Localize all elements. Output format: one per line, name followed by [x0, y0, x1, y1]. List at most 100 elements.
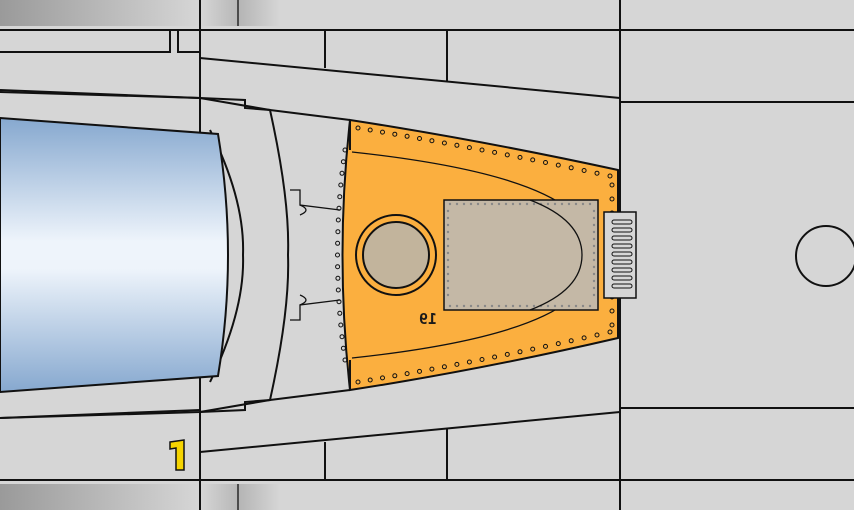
rivet [355, 379, 361, 385]
hatch-rivet [592, 265, 596, 269]
rivet [340, 159, 346, 165]
grille-slot [611, 251, 633, 257]
hatch-rivet [504, 202, 508, 206]
grille-slot [611, 275, 633, 281]
hatch-rivet [546, 304, 550, 308]
hatch-rivet [455, 202, 459, 206]
rivet [338, 182, 344, 188]
rivet [429, 366, 435, 372]
skin-line-top-2 [199, 57, 621, 99]
hatch-rivet [592, 279, 596, 283]
hatch-rivet [567, 202, 571, 206]
hatch-rivet [592, 251, 596, 255]
rivet [335, 252, 340, 258]
circle-port-icon [795, 225, 854, 287]
hatch-rivet [546, 202, 550, 206]
rivet [492, 149, 498, 155]
cowling-detail-lines [290, 189, 341, 321]
rivet [441, 140, 447, 146]
hatch-rivet [446, 293, 450, 297]
rivet [335, 264, 341, 270]
hatch-rivet [560, 202, 564, 206]
hatch-rivet [497, 304, 501, 308]
disc-center [362, 221, 430, 289]
hatch-rivet [446, 251, 450, 255]
rivet [504, 351, 510, 357]
hatch-rivet [448, 202, 452, 206]
rivet [335, 240, 341, 246]
hatch-rivet [446, 279, 450, 283]
hatch-rivet [446, 216, 450, 220]
rivet [581, 335, 587, 341]
rivet [335, 287, 341, 293]
hatch-rivet [567, 304, 571, 308]
hatch-rivet [483, 304, 487, 308]
rivet [392, 131, 398, 137]
hatch-rivet [446, 265, 450, 269]
grille-slot [611, 219, 633, 225]
hatch-rivet [462, 202, 466, 206]
rivet [466, 359, 472, 365]
rivet [609, 196, 615, 202]
hatch-rivet [446, 244, 450, 248]
rivet [466, 145, 472, 151]
hatch-rivet [592, 286, 596, 290]
rivet [335, 275, 341, 281]
rivet [417, 136, 422, 141]
panel-label: 19 [419, 310, 437, 328]
hatch-rivet [525, 304, 529, 308]
skin-line-bottom-2 [199, 411, 621, 453]
rivet [429, 138, 435, 144]
rivet [342, 147, 348, 153]
grille-slot [611, 235, 633, 241]
rivet [380, 129, 385, 135]
hatch-rivet [592, 258, 596, 262]
hatch-rivet [581, 304, 585, 308]
rivet [336, 299, 342, 305]
hatch-rivet [574, 304, 578, 308]
hatch-rivet [497, 202, 501, 206]
hatch-rivet [592, 216, 596, 220]
rivet [543, 160, 548, 165]
rivet [479, 147, 485, 153]
rivet [607, 329, 613, 335]
rivet [517, 154, 523, 160]
rivet [609, 322, 615, 328]
hatch-rivets [446, 202, 596, 308]
rivet [342, 357, 348, 363]
rivet [568, 338, 574, 344]
rivet [555, 162, 561, 168]
hatch-rivet [592, 223, 596, 227]
hatch-rivet [532, 304, 536, 308]
hatch-rivet [446, 258, 450, 262]
shade-bottom-left [0, 484, 200, 510]
rivet [607, 173, 613, 179]
hatch-rivet [446, 286, 450, 290]
rivet [594, 170, 600, 176]
hatch-rivet [469, 202, 473, 206]
hatch-rivet [511, 304, 515, 308]
hatch-rivet [553, 304, 557, 308]
rivet [335, 229, 341, 235]
grille-slot [611, 259, 633, 265]
hatch-rivet [455, 304, 459, 308]
hatch-rivet [483, 202, 487, 206]
hatch-rivet [446, 209, 450, 213]
hatch-rivet [532, 202, 536, 206]
hatch-rivet [553, 202, 557, 206]
grille-icon [603, 211, 637, 299]
panel-label-group: 19 [419, 310, 437, 328]
grille-slot [611, 227, 633, 233]
hatch-rivet [446, 223, 450, 227]
shade-top-left [0, 0, 200, 26]
hatch-rivet [592, 230, 596, 234]
inspection-hatch [443, 199, 599, 311]
hatch-rivet [592, 293, 596, 297]
rivet [337, 310, 343, 316]
hatch-rivet [560, 304, 564, 308]
rivet [367, 127, 373, 133]
hatch-rivet [511, 202, 515, 206]
rivet [338, 322, 344, 328]
